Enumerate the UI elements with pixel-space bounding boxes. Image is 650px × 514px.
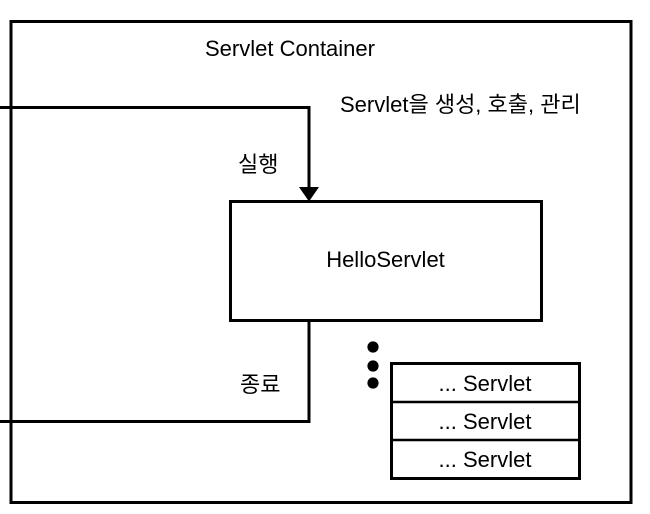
servlet-container-box xyxy=(9,20,633,504)
run-arrow-head-icon xyxy=(299,187,319,202)
servlet-stack-row-label: ... Servlet xyxy=(438,409,532,434)
servlet-container-annotation: Servlet을 생성, 호출, 관리 xyxy=(340,92,581,117)
servlet-container-title: Servlet Container xyxy=(205,36,375,61)
servlet-stack-row-label: ... Servlet xyxy=(438,447,532,472)
hello-servlet-label: HelloServlet xyxy=(326,247,445,272)
hello-servlet-box xyxy=(229,200,543,322)
run-arrow-label: 실행 xyxy=(238,152,279,177)
run-arrow-path xyxy=(0,106,311,193)
end-arrow-path xyxy=(0,320,311,423)
servlet-stack-box xyxy=(390,362,581,480)
ellipsis-dot-icon xyxy=(367,341,379,353)
end-arrow-label: 종료 xyxy=(240,372,281,397)
ellipsis-dot-icon xyxy=(367,377,379,389)
servlet-stack-row-label: ... Servlet xyxy=(438,371,532,396)
ellipsis-dot-icon xyxy=(367,360,379,372)
